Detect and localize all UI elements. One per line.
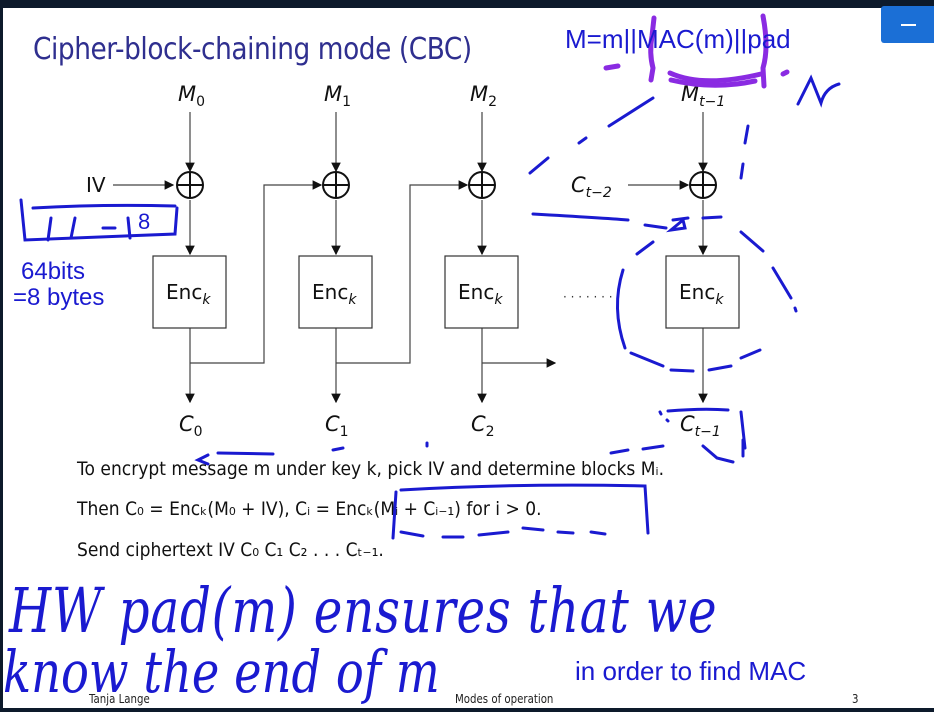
message-label: M1: [324, 82, 351, 110]
message-label: Mt−1: [681, 82, 725, 110]
prev-ciphertext-label: Ct−2: [571, 173, 612, 201]
enc-label: Enck: [312, 280, 357, 308]
annotation-hw-line-2: know the end of m: [3, 638, 440, 706]
enc-label: Enck: [166, 280, 211, 308]
message-label: M0: [178, 82, 205, 110]
ink-strokes: [19, 96, 798, 466]
footer-topic: Modes of operation: [455, 692, 554, 706]
ellipsis: · · · · · · ·: [563, 290, 613, 304]
message-label: M2: [470, 82, 497, 110]
annotation-mac-note: in order to find MAC: [575, 656, 807, 686]
enc-box: [444, 255, 519, 329]
ciphertext-label: C2: [471, 412, 495, 440]
footer-page-number: 3: [852, 692, 859, 706]
enc-label: Enck: [679, 280, 724, 308]
minus-icon: [901, 24, 916, 26]
window-bottom-bar: [0, 708, 934, 712]
body-line-3: Send ciphertext IV C₀ C₁ C₂ . . . Cₜ₋₁.: [77, 539, 384, 561]
annotation-hw-line-1: HW pad(m) ensures that we: [9, 574, 718, 647]
xor-icon: [322, 171, 350, 199]
annotation-formula: M=m||MAC(m)||pad: [565, 24, 791, 54]
enc-box: [152, 255, 227, 329]
annotation-bits: 64bits: [21, 258, 86, 285]
slide-title: Cipher-block-chaining mode (CBC): [33, 32, 472, 67]
enc-box: [665, 255, 740, 329]
xor-icon: [468, 171, 496, 199]
xor-icon: [176, 171, 204, 199]
ciphertext-label: C0: [179, 412, 203, 440]
minimize-button[interactable]: [881, 6, 934, 43]
slide: Cipher-block-chaining mode (CBC): [3, 8, 934, 708]
footer-author: Tanja Lange: [89, 692, 150, 706]
window-top-bar: [0, 0, 934, 8]
body-line-2: Then C₀ = Encₖ(M₀ + IV), Cᵢ = Encₖ(Mᵢ + …: [77, 498, 542, 520]
enc-box: [298, 255, 373, 329]
annotation-bytes: =8 bytes: [13, 284, 105, 311]
ciphertext-label: Ct−1: [680, 412, 721, 440]
iv-label: IV: [86, 173, 106, 197]
cbc-diagram: Enck Enck Enck Enck M0 M1 M2 Mt−1 C0 C1 …: [19, 82, 798, 466]
annotation-iv-byte: 8: [138, 209, 151, 234]
ciphertext-label: C1: [325, 412, 349, 440]
enc-label: Enck: [458, 280, 503, 308]
xor-icon: [689, 171, 717, 199]
body-line-1: To encrypt message m under key k, pick I…: [77, 458, 665, 480]
